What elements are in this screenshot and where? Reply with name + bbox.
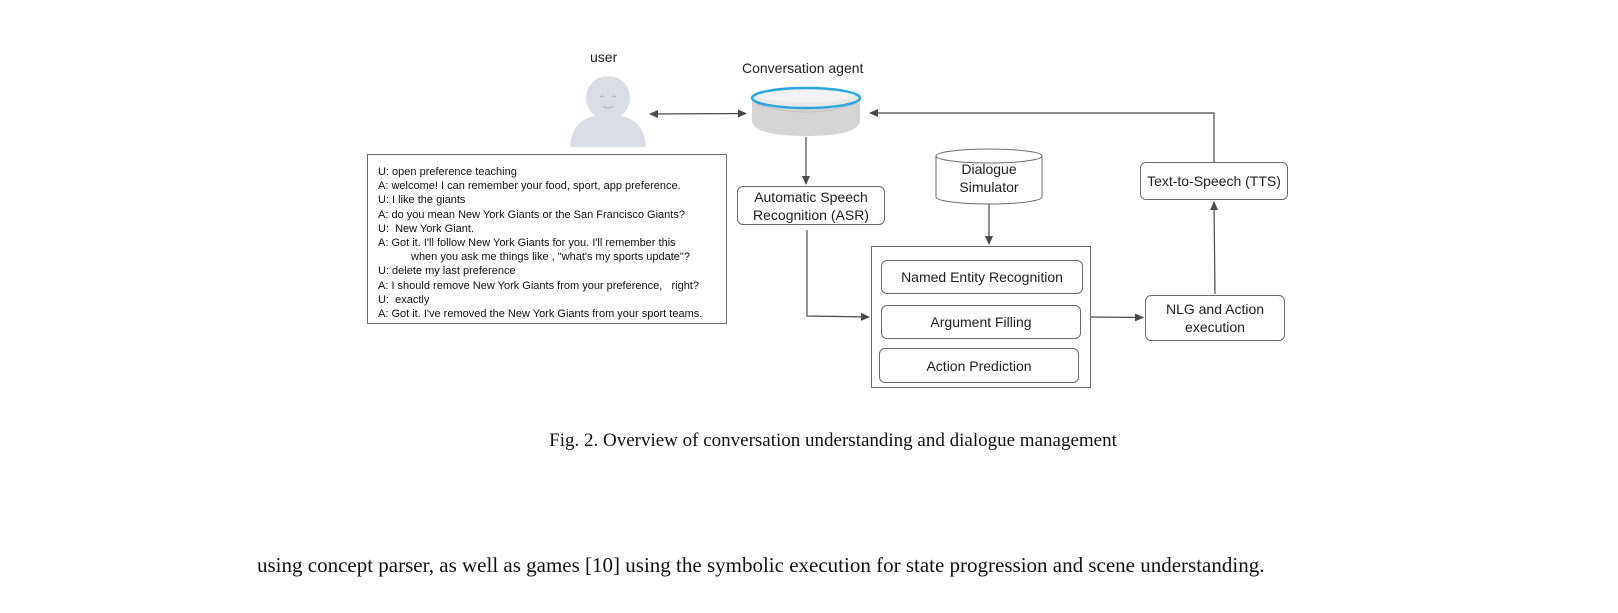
tts-agent-arrow [869,109,1215,162]
ner-label: Named Entity Recognition [901,269,1063,285]
asr-box: Automatic Speech Recognition (ASR) [737,186,885,225]
user-icon [570,76,646,147]
dialog-line: U: I like the giants [378,194,466,207]
asr-dm-arrow [806,230,870,321]
dialog-line: when you ask me things like , "what's my… [411,251,690,264]
figure-caption: Fig. 2. Overview of conversation underst… [549,430,1117,451]
dialogue-simulator-cylinder [935,148,1043,205]
action-prediction-box: Action Prediction [879,348,1079,383]
body-paragraph: using concept parser, as well as games [… [257,553,1265,577]
simulator-label-text: Dialogue Simulator [959,161,1019,195]
dialog-line: A: I should remove New York Giants from … [378,279,699,292]
nlg-box: NLG and Action execution [1145,295,1285,341]
argument-filling-box: Argument Filling [881,305,1081,339]
smart-speaker-icon [750,86,862,136]
dialog-line: U: delete my last preference [378,265,516,278]
tts-box: Text-to-Speech (TTS) [1140,162,1288,200]
nlg-label: NLG and Action execution [1165,301,1265,335]
argument-filling-label: Argument Filling [930,314,1032,330]
user-label: user [590,49,618,65]
dialog-line: U: exactly [378,293,430,306]
tts-label: Text-to-Speech (TTS) [1147,173,1281,189]
user-agent-arrow [649,109,747,118]
dm-nlg-arrow [1090,313,1144,322]
dialog-line: A: do you mean New York Giants or the Sa… [378,208,685,221]
dialog-line: U: New York Giant. [378,222,474,235]
ner-box: Named Entity Recognition [881,260,1083,294]
dialog-line: U: open preference teaching [378,166,517,178]
nlg-tts-arrow [1210,201,1219,295]
simulator-label: Dialogue Simulator [936,160,1042,196]
dialog-line: A: Got it. I've removed the New York Gia… [378,308,703,321]
action-prediction-label: Action Prediction [926,357,1032,374]
dialog-line: A: welcome! I can remember your food, sp… [378,180,681,193]
asr-label: Automatic Speech Recognition (ASR) [753,188,869,223]
agent-label: Conversation agent [742,60,864,76]
dialog-line: A: Got it. I'll follow New York Giants f… [378,237,676,250]
dialog-transcript: U: open preference teaching A: welcome! … [367,154,727,324]
